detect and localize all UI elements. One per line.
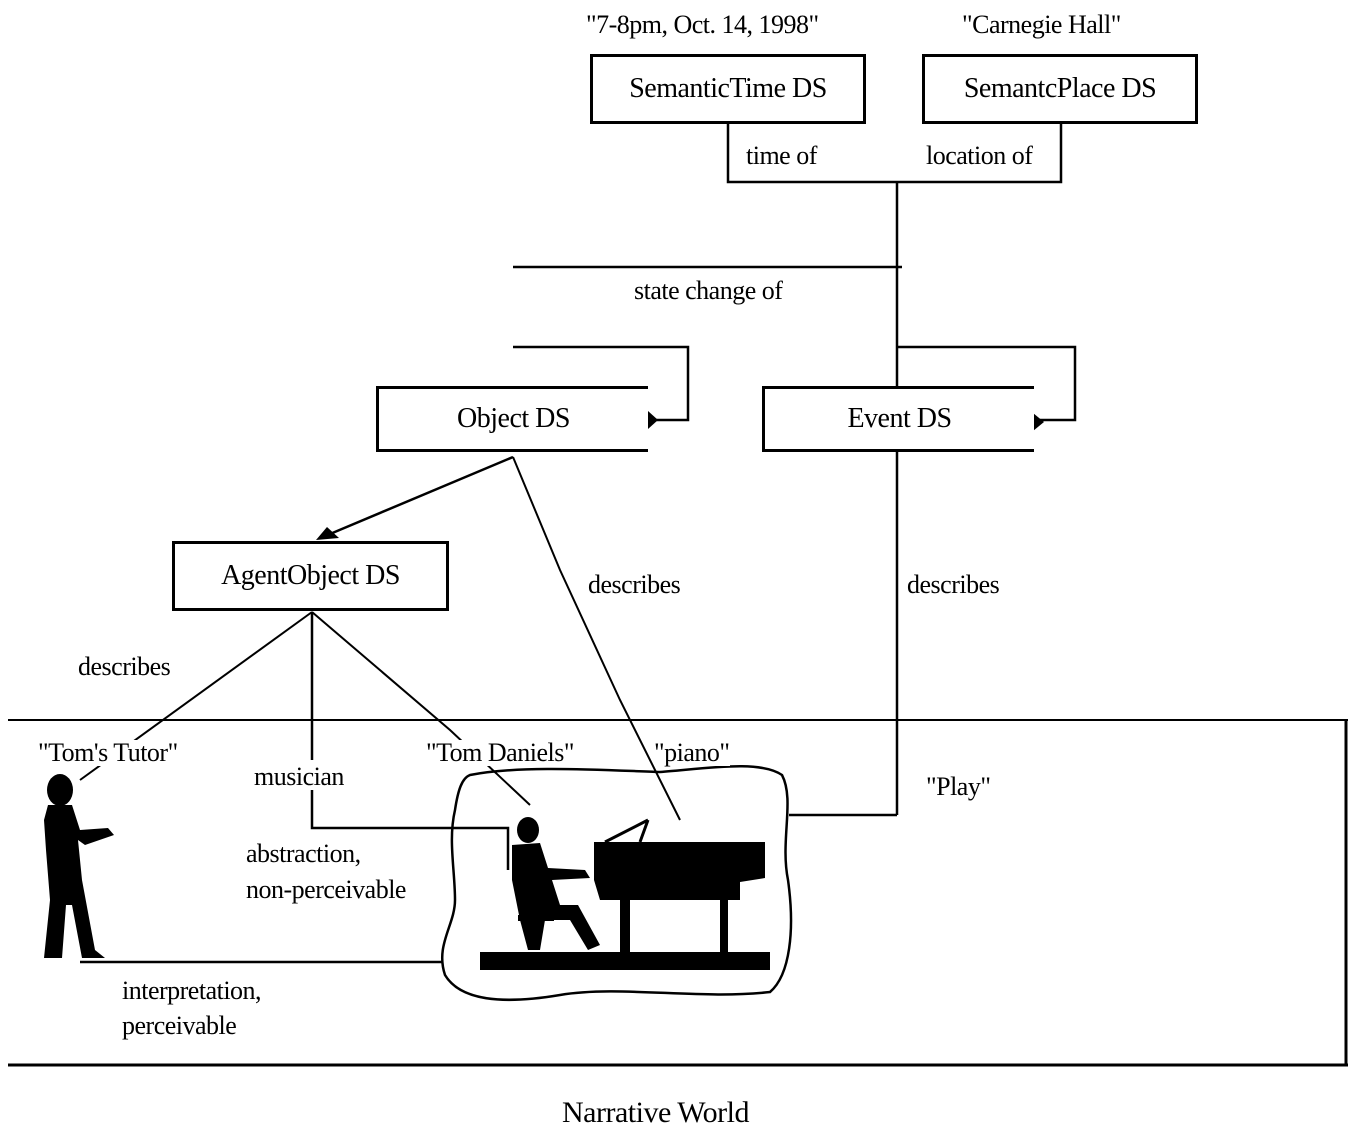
object-describes-label: describes (588, 570, 681, 599)
object-ds-box: Object DS (376, 386, 648, 452)
event-ds-label: Event DS (847, 403, 952, 434)
time-location-bracket (726, 122, 1063, 184)
event-describes-label: describes (907, 570, 1000, 599)
object-describes-piano-line (512, 456, 681, 821)
abstraction-label-line2: non-perceivable (246, 875, 406, 904)
time-value-label: "7-8pm, Oct. 14, 1998" (586, 10, 819, 39)
semantic-place-ds-box: SemantcPlace DS (922, 54, 1198, 124)
conductor-figure-icon (44, 774, 114, 958)
play-label: "Play" (926, 772, 991, 801)
object-to-agent-line (329, 455, 514, 536)
place-value-label: "Carnegie Hall" (962, 10, 1121, 39)
interpretation-label-line1: interpretation, (122, 976, 262, 1005)
musician-to-pianist-line (310, 790, 510, 870)
semantic-time-ds-label: SemanticTime DS (629, 73, 827, 104)
state-change-of-label: state change of (634, 276, 783, 305)
agent-to-tom-daniels-line (311, 611, 531, 806)
agent-object-ds-box: AgentObject DS (172, 541, 449, 611)
agent-object-ds-label: AgentObject DS (221, 560, 400, 591)
pianist-scene-outline (440, 765, 793, 1002)
toms-tutor-label: "Tom's Tutor" (38, 738, 178, 767)
time-of-label: time of (746, 141, 817, 170)
narrative-world-title: Narrative World (562, 1096, 749, 1129)
object-self-relation-line (513, 345, 690, 422)
musician-label: musician (254, 762, 344, 791)
pianist-at-piano-icon (480, 817, 770, 970)
agent-describes-label: describes (78, 652, 171, 681)
semantic-time-ds-box: SemanticTime DS (590, 54, 866, 124)
interpretation-label-line2: perceivable (122, 1011, 237, 1040)
event-ds-box: Event DS (762, 386, 1034, 452)
tom-daniels-label: "Tom Daniels" (426, 738, 574, 767)
semantic-place-ds-label: SemantcPlace DS (963, 73, 1157, 104)
event-self-relation-line (897, 345, 1077, 422)
abstraction-label-line1: abstraction, (246, 839, 361, 868)
agent-inheritance-arrow (316, 527, 339, 540)
object-ds-label: Object DS (457, 403, 570, 434)
location-of-label: location of (926, 141, 1033, 170)
piano-label: "piano" (654, 738, 730, 767)
